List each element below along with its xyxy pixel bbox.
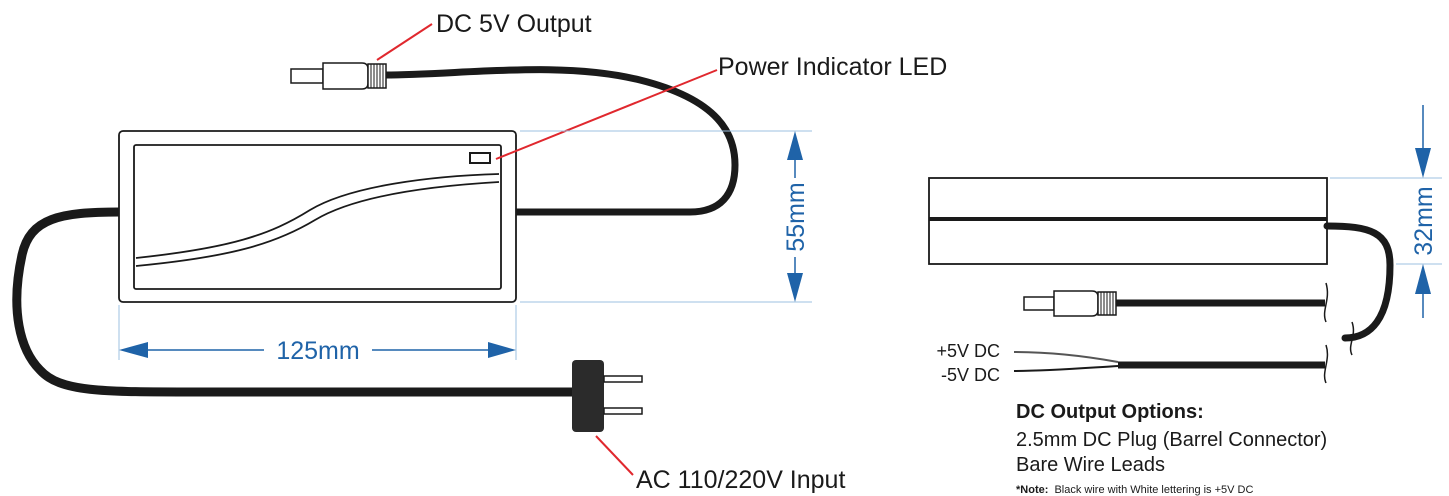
side-dc-plug (1023, 290, 1117, 317)
adapter-body-top (118, 130, 517, 303)
label-width-dim: 125mm (276, 337, 359, 365)
note-text: Black wire with White lettering is +5V D… (1054, 484, 1253, 496)
note-prefix: *Note: (1016, 484, 1048, 496)
height-dimension (520, 130, 812, 303)
ac-plug (572, 360, 643, 432)
width-dimension (118, 305, 517, 360)
power-led (469, 152, 491, 164)
dc-cable (381, 66, 739, 216)
label-ac-input: AC 110/220V Input (636, 466, 845, 494)
leader-dc-output (376, 23, 433, 61)
label-depth-dim: 32mm (1410, 186, 1438, 255)
label-power-led: Power Indicator LED (718, 53, 947, 81)
bare-wire-leads (1013, 351, 1325, 372)
label-minus-wire: -5V DC (941, 365, 1000, 385)
label-height-dim: 55mm (782, 182, 810, 251)
dc-barrel-plug (290, 62, 387, 90)
side-cable (1323, 222, 1394, 342)
options-heading: DC Output Options: (1016, 401, 1204, 423)
option-dc-plug: 2.5mm DC Plug (Barrel Connector) (1016, 429, 1327, 451)
adapter-body-side (928, 177, 1328, 265)
depth-dimension (1330, 105, 1442, 318)
label-plus-wire: +5V DC (936, 341, 1000, 361)
leader-ac-input (595, 435, 634, 476)
note: *Note: Black wire with White lettering i… (1016, 484, 1253, 496)
ac-cable (12, 207, 580, 397)
leader-power-led (495, 69, 718, 160)
label-dc-output: DC 5V Output (436, 10, 592, 38)
option-bare-wire: Bare Wire Leads (1016, 454, 1165, 476)
cable-break-marks (1323, 282, 1355, 384)
